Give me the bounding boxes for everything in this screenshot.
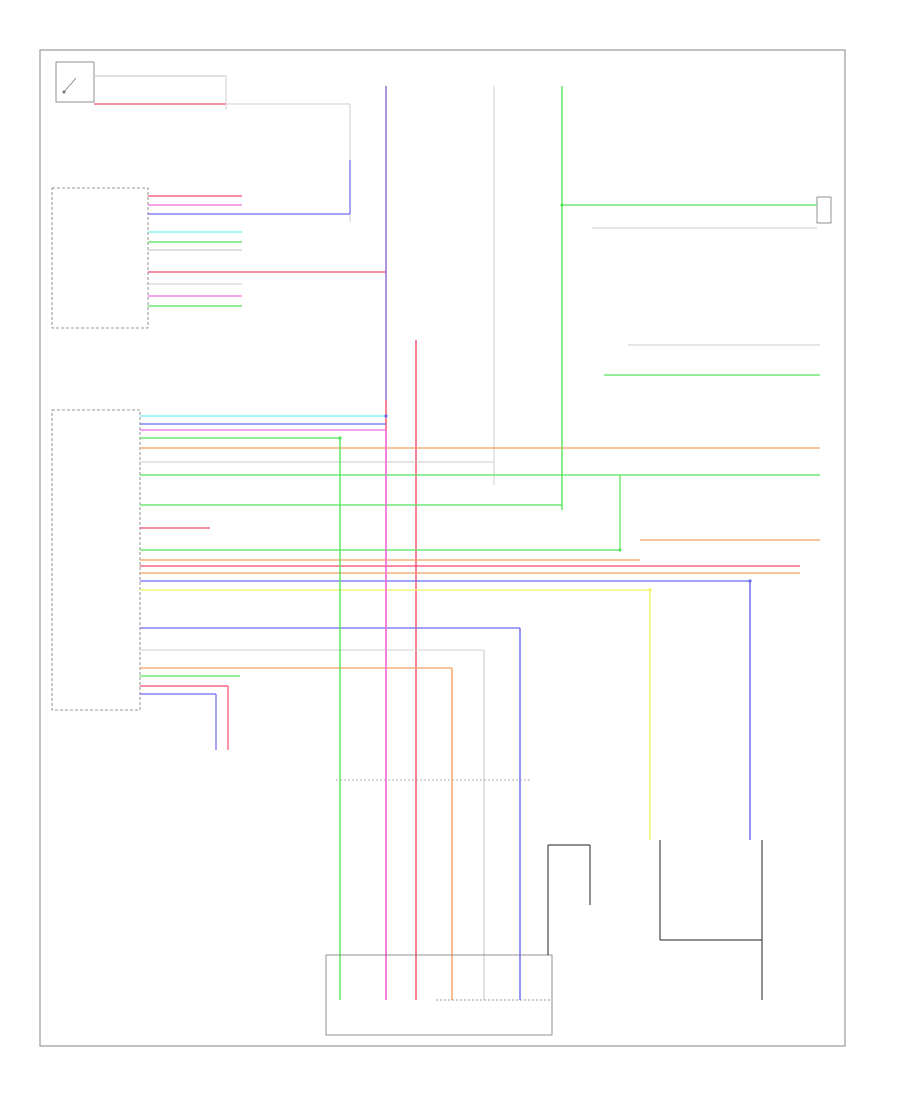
vertical-bundle [336,430,530,1000]
upper-module-wires [148,160,386,307]
bottom-relay [547,844,591,955]
top-switch-wires [94,75,351,222]
main-control-module [51,409,141,711]
splice-points [338,203,752,592]
right-sensor-wires [604,344,820,550]
bottom-switch-bank [325,954,553,1036]
upper-module-box [51,187,149,329]
main-module-wires [140,415,820,750]
diagram-border [39,49,846,1047]
yellow-blue-risers [649,581,763,1000]
power-feed-wires [385,86,563,1000]
top-right-sensor [562,196,832,229]
top-switch-component [55,61,95,103]
